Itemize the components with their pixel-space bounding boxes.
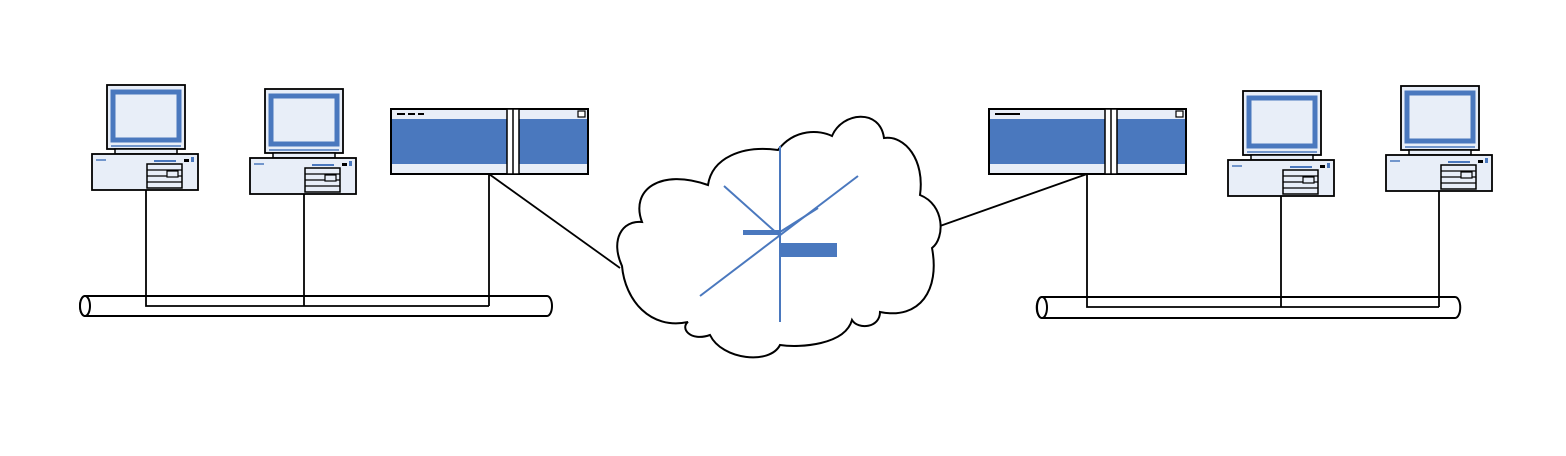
workstation-left-2 [250, 89, 356, 194]
desktop-computer-icon [92, 85, 198, 190]
desktop-computer-icon [1228, 91, 1334, 196]
lan-left [79, 174, 553, 317]
cloud-symbol-bar-small [743, 230, 780, 235]
workstation-left-1 [92, 85, 198, 190]
cloud-symbol-bar-large [780, 243, 837, 257]
desktop-computer-icon [250, 89, 356, 194]
wan-link-right [939, 173, 1088, 227]
cloud-router-symbol-icon [699, 146, 859, 322]
router-left [390, 108, 589, 175]
desktop-computer-icon [1386, 86, 1492, 191]
lan-right-drop-wires [1086, 174, 1440, 308]
router-right [988, 108, 1187, 175]
lan-right [1035, 174, 1462, 319]
router-device-icon [988, 108, 1187, 175]
workstation-right-1 [1228, 91, 1334, 196]
lan-left-drop-wires [145, 174, 490, 307]
workstation-right-2 [1386, 86, 1492, 191]
wan-link-left [488, 173, 621, 269]
router-device-icon [390, 108, 589, 175]
wan-links [488, 173, 1088, 269]
wan-cloud-icon [616, 115, 942, 359]
